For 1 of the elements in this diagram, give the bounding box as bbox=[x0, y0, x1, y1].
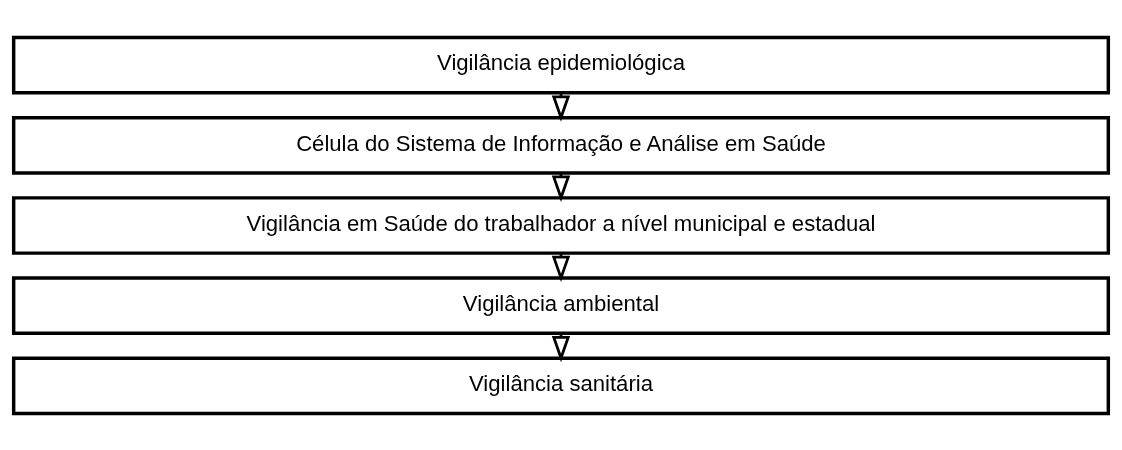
node-box: Vigilância sanitária bbox=[11, 355, 1111, 415]
